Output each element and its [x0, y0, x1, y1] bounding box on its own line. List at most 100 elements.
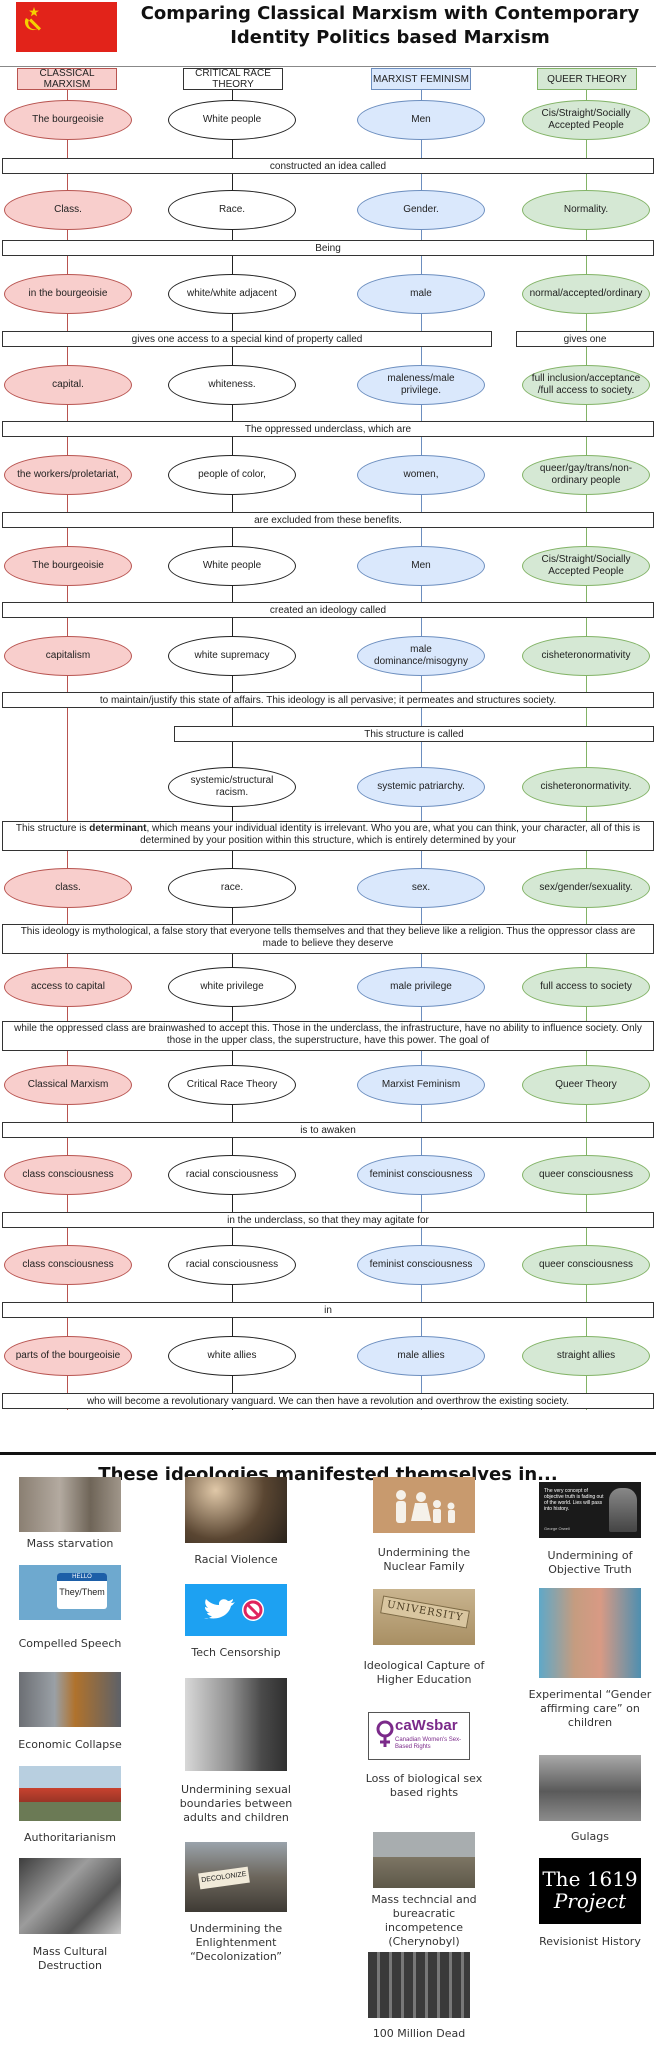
oval-r9-c0: access to capital [4, 967, 132, 1007]
manifest-label: Racial Violence [194, 1553, 278, 1566]
chernobyl-photo [373, 1832, 475, 1888]
oval-r3-c2: maleness/male privilege. [357, 365, 485, 405]
orwell-author: George Orwell [544, 1526, 570, 1531]
connector-text-bold: determinant [89, 823, 147, 834]
cawsbar-name: caWsbar [395, 1717, 458, 1734]
connector-text: This structure is called [174, 726, 654, 742]
oval-r10-c0: Classical Marxism [4, 1065, 132, 1105]
connector-text: The oppressed underclass, which are [2, 421, 654, 437]
divider [0, 66, 656, 67]
oval-r13-c2: male allies [357, 1336, 485, 1376]
oval-r12-c0: class consciousness [4, 1245, 132, 1285]
oval-r8-c3: sex/gender/sexuality. [522, 868, 650, 908]
manifest-label: Ideological Capture of Higher Education [363, 1659, 485, 1686]
child-photo [185, 1678, 287, 1771]
paper-family-photo [373, 1477, 475, 1533]
military-parade-photo [19, 1766, 121, 1821]
section-divider [0, 1452, 656, 1455]
cawsbar-logo: caWsbar Canadian Women's Sex-Based Right… [368, 1712, 470, 1760]
manifest-label: Tech Censorship [191, 1646, 281, 1659]
connector-text: to maintain/justify this state of affair… [2, 692, 654, 708]
column-header-marxist-feminism: MARXIST FEMINISM [371, 68, 471, 90]
prisoners-photo [539, 1755, 641, 1821]
manifest-label: Gulags [570, 1830, 609, 1843]
connector-text: This structure is determinant, which mea… [2, 821, 654, 851]
orwell-quote-photo: The very concept of objective truth is f… [539, 1482, 641, 1538]
oval-r11-c2: feminist consciousness [357, 1155, 485, 1195]
connector-text-part: This structure is [15, 823, 90, 834]
oval-r2-c1: white/white adjacent [168, 274, 296, 314]
orwell-quote: The very concept of objective truth is f… [544, 1488, 604, 1512]
oval-r5-c3: Cis/Straight/Socially Accepted People [522, 546, 650, 586]
manifest-label: Authoritarianism [24, 1831, 116, 1844]
oval-r7-c2: systemic patriarchy. [357, 767, 485, 807]
manifest-label: Mass starvation [26, 1537, 114, 1550]
logo-line2: Project [553, 1889, 627, 1913]
manifest-label: Compelled Speech [18, 1637, 122, 1650]
oval-r3-c0: capital. [4, 365, 132, 405]
oval-r5-c0: The bourgeoisie [4, 546, 132, 586]
oval-r8-c2: sex. [357, 868, 485, 908]
connector-text: while the oppressed class are brainwashe… [2, 1021, 654, 1051]
oval-r1-c3: Normality. [522, 190, 650, 230]
connector-text: constructed an idea called [2, 158, 654, 174]
oval-r10-c2: Marxist Feminism [357, 1065, 485, 1105]
oval-r7-c3: cisheteronormativity. [522, 767, 650, 807]
oval-r11-c1: racial consciousness [168, 1155, 296, 1195]
connector-text: gives one [516, 331, 654, 347]
destruction-photo [19, 1858, 121, 1934]
manifest-label: Undermining the Enlightenment “Decoloniz… [189, 1922, 283, 1963]
oval-r1-c2: Gender. [357, 190, 485, 230]
riot-photo [185, 1477, 287, 1543]
protest-sign: DECOLONIZE [198, 1866, 250, 1890]
famine-photo [19, 1477, 121, 1532]
tag-hello: HELLO [57, 1573, 107, 1581]
column-header-classical-marxism: CLASSICAL MARXISM [17, 68, 117, 90]
oval-r5-c2: Men [357, 546, 485, 586]
oval-r5-c1: White people [168, 546, 296, 586]
flag-image [16, 2, 117, 52]
connector-text: in [2, 1302, 654, 1318]
oval-r10-c3: Queer Theory [522, 1065, 650, 1105]
oval-r12-c1: racial consciousness [168, 1245, 296, 1285]
manifest-label: Loss of biological sex based rights [365, 1772, 483, 1799]
connector-text: created an ideology called [2, 602, 654, 618]
oval-r4-c0: the workers/proletariat, [4, 455, 132, 495]
column-line-red [67, 90, 68, 1410]
oval-r6-c0: capitalism [4, 636, 132, 676]
connector-text: Being [2, 240, 654, 256]
manifest-label: Undermining sexual boundaries between ad… [179, 1783, 293, 1824]
manifest-label: Revisionist History [539, 1935, 641, 1948]
manifest-label: Undermining the Nuclear Family [377, 1546, 471, 1573]
oval-r7-c1: systemic/structural racism. [168, 767, 296, 807]
connector-text: is to awaken [2, 1122, 654, 1138]
oval-r13-c0: parts of the bourgeoisie [4, 1336, 132, 1376]
oval-r0-c2: Men [357, 100, 485, 140]
oval-r13-c1: white allies [168, 1336, 296, 1376]
university-photo: UNIVERSITY [373, 1589, 475, 1645]
manifest-label: Mass techncial and bureacratic incompete… [371, 1893, 477, 1948]
oval-r2-c2: male [357, 274, 485, 314]
protest-photo: DECOLONIZE [185, 1842, 287, 1912]
oval-r6-c3: cisheteronormativity [522, 636, 650, 676]
oval-r11-c0: class consciousness [4, 1155, 132, 1195]
oval-r1-c0: Class. [4, 190, 132, 230]
oval-r2-c3: normal/accepted/ordinary [522, 274, 650, 314]
oval-r4-c1: people of color, [168, 455, 296, 495]
oval-r0-c3: Cis/Straight/Socially Accepted People [522, 100, 650, 140]
they-them-name-tag-photo: HELLO They/Them [19, 1565, 121, 1620]
portrait [609, 1488, 637, 1532]
oval-r4-c3: queer/gay/trans/non-ordinary people [522, 455, 650, 495]
oval-r0-c0: The bourgeoisie [4, 100, 132, 140]
children-photo [539, 1588, 641, 1678]
oval-r9-c1: white privilege [168, 967, 296, 1007]
twitter-banned-icon [185, 1584, 287, 1636]
connector-text: who will become a revolutionary vanguard… [2, 1393, 654, 1409]
column-line-black [232, 90, 233, 1410]
oval-r8-c1: race. [168, 868, 296, 908]
logo-line1: The 1619 [542, 1867, 638, 1891]
hammer-sickle-icon [24, 7, 42, 31]
portraits-grid-photo [368, 1952, 470, 2018]
oval-r3-c3: full inclusion/acceptance /full access t… [522, 365, 650, 405]
connector-text: in the underclass, so that they may agit… [2, 1212, 654, 1228]
